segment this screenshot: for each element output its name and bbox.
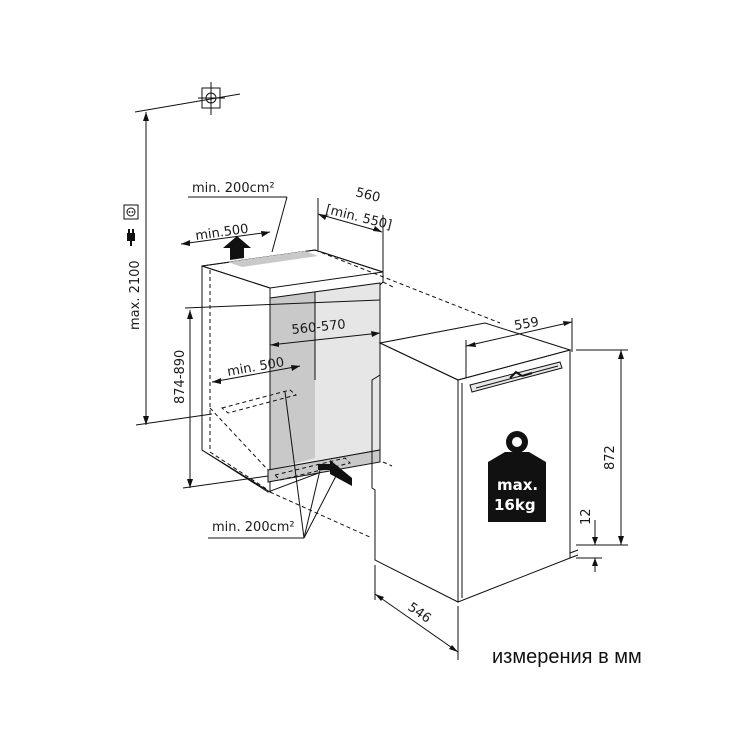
appliance-height-annotation: 872: [576, 349, 628, 546]
appliance-depth-annotation: 546: [374, 565, 459, 660]
weight-line2: 16kg: [494, 496, 536, 514]
appliance-width-label: 559: [513, 315, 540, 334]
niche-height-annotation: 874-890: [173, 310, 269, 489]
top-opening-annotation: min.500: [180, 222, 271, 246]
arrow-up-icon: [223, 236, 251, 260]
niche-width-annotation: 560-570: [184, 299, 381, 347]
crosshair-icon: [134, 82, 241, 115]
plug-icon: [127, 229, 135, 246]
plinth-gap-annotation: 12: [576, 508, 602, 572]
max-height-dimension: max. 2100: [128, 112, 213, 426]
top-opening-label: min.500: [194, 222, 249, 244]
projection-lines: [269, 249, 501, 539]
vent-bottom-label: min. 200cm²: [212, 520, 295, 535]
arrow-in-icon: [318, 460, 352, 486]
vent-bottom-annotation: min. 200cm²: [208, 391, 338, 539]
appliance-height-label: 872: [603, 445, 618, 470]
appliance-depth-label: 546: [405, 600, 434, 627]
niche-depth-label: 560: [354, 185, 382, 206]
niche-width-label: 560-570: [291, 317, 347, 338]
weight-line1: max.: [497, 476, 538, 494]
vent-top-annotation: min. 200cm²: [188, 181, 288, 253]
plinth-gap-label: 12: [579, 508, 594, 525]
units-caption: измерения в мм: [492, 646, 642, 668]
niche-depth-annotation: 560 [min. 550]: [317, 185, 393, 272]
socket-icon: [123, 204, 139, 220]
niche-height-label: 874-890: [173, 350, 188, 404]
weight-icon: max. 16kg: [488, 431, 546, 522]
max-height-label: max. 2100: [128, 260, 143, 330]
vent-top-label: min. 200cm²: [192, 181, 275, 196]
appliance-width-annotation: 559: [465, 315, 573, 378]
appliance-fridge: [371, 322, 579, 603]
